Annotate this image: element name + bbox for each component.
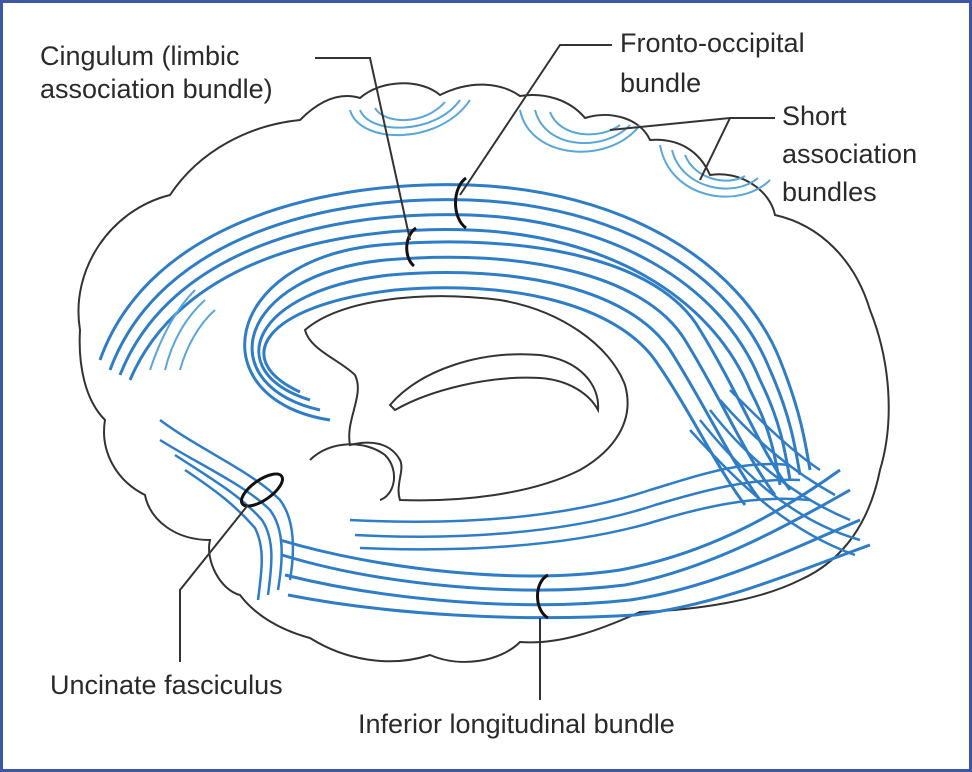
- lower-medial-fibers: [349, 462, 811, 551]
- inferior-longitudinal-fibers: [279, 468, 871, 620]
- fronto-occipital-label-line2: bundle: [620, 68, 701, 98]
- short-association-leader-2: [699, 117, 731, 181]
- uncinate-fibers: [159, 418, 295, 601]
- inferior-longitudinal-label: Inferior longitudinal bundle: [358, 709, 675, 739]
- frontal-fan-fibers: [149, 289, 216, 371]
- uncinate-marker: [240, 472, 284, 508]
- fronto-occipital-label-line1: Fronto-occipital: [620, 28, 805, 58]
- cingulum-leader: [315, 57, 411, 241]
- inner-cingulum-fibers: [243, 240, 792, 506]
- short-association-label-line1: Short: [782, 101, 847, 131]
- uncinate-label: Uncinate fasciculus: [50, 670, 283, 700]
- temporal-pole-outline: [309, 443, 395, 501]
- cingulum-label-line1: Cingulum (limbic: [40, 41, 240, 71]
- fronto-occipital-marker: [454, 176, 468, 230]
- short-association-label-line3: bundles: [782, 177, 877, 207]
- leader-lines: [179, 44, 775, 700]
- ventricle-outline: [303, 295, 629, 502]
- cingulum-fibers: [98, 183, 812, 486]
- uncinate-leader: [179, 504, 249, 662]
- fronto-occipital-leader: [459, 44, 612, 196]
- short-association-label-line2: association: [782, 139, 917, 169]
- inferior-longitudinal-marker: [536, 573, 549, 620]
- cingulum-label-line2: association bundle): [40, 74, 273, 104]
- fornix-outline: [388, 353, 600, 414]
- cingulum-marker: [405, 226, 417, 268]
- bundle-markers: [240, 176, 549, 620]
